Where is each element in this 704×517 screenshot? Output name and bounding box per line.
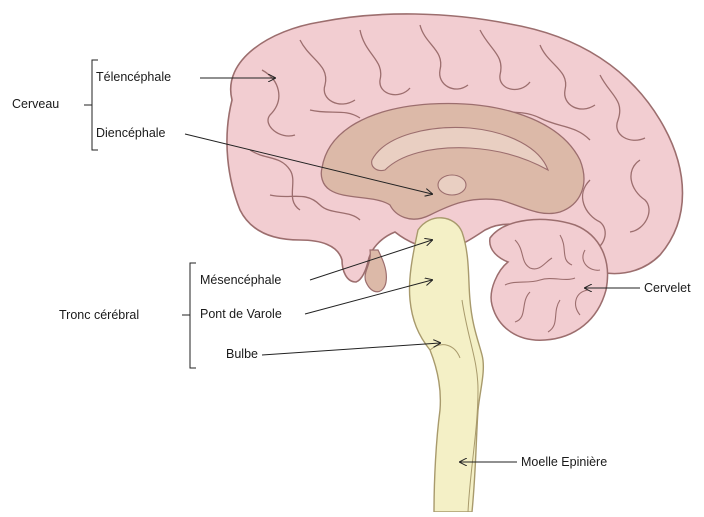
label-mesencephale: Mésencéphale: [200, 273, 281, 287]
label-telencephale: Télencéphale: [96, 70, 171, 84]
leader-bulbe: [262, 343, 440, 355]
label-diencephale: Diencéphale: [96, 126, 166, 140]
group-cerveau-label: Cerveau: [12, 97, 59, 111]
label-pont: Pont de Varole: [200, 307, 282, 321]
group-tronc-label: Tronc cérébral: [59, 308, 139, 322]
label-cervelet: Cervelet: [644, 281, 691, 295]
bracket-tronc: [182, 263, 196, 368]
label-moelle: Moelle Epinière: [521, 455, 607, 469]
cerebellum: [490, 219, 608, 340]
label-bulbe: Bulbe: [226, 347, 258, 361]
thalamus-mark: [438, 175, 466, 195]
